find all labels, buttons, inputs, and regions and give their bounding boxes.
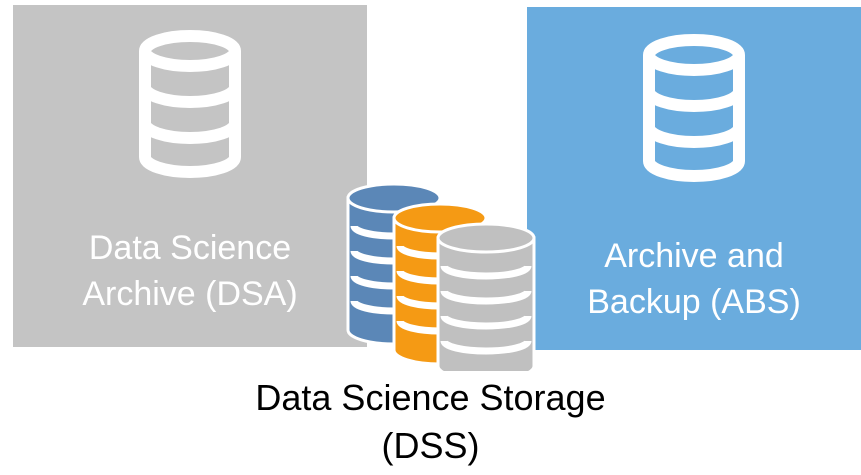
database-icon [139,30,241,178]
abs-label-line1: Archive and [604,237,784,275]
abs-panel: Archive and Backup (ABS) [527,7,861,350]
dsa-label: Data Science Archive (DSA) [13,225,367,317]
database-icon [643,34,745,182]
storage-cluster [346,182,536,371]
dsa-panel: Data Science Archive (DSA) [13,5,367,347]
dss-caption-line1: Data Science Storage [255,377,606,418]
dss-caption-line2: (DSS) [381,425,480,466]
abs-label-line2: Backup (ABS) [587,283,801,321]
dsa-label-line1: Data Science [88,229,292,267]
abs-label: Archive and Backup (ABS) [527,233,861,325]
dss-caption: Data Science Storage (DSS) [0,374,861,470]
dsa-label-line2: Archive (DSA) [82,275,298,313]
database-icon-gray [436,222,536,371]
